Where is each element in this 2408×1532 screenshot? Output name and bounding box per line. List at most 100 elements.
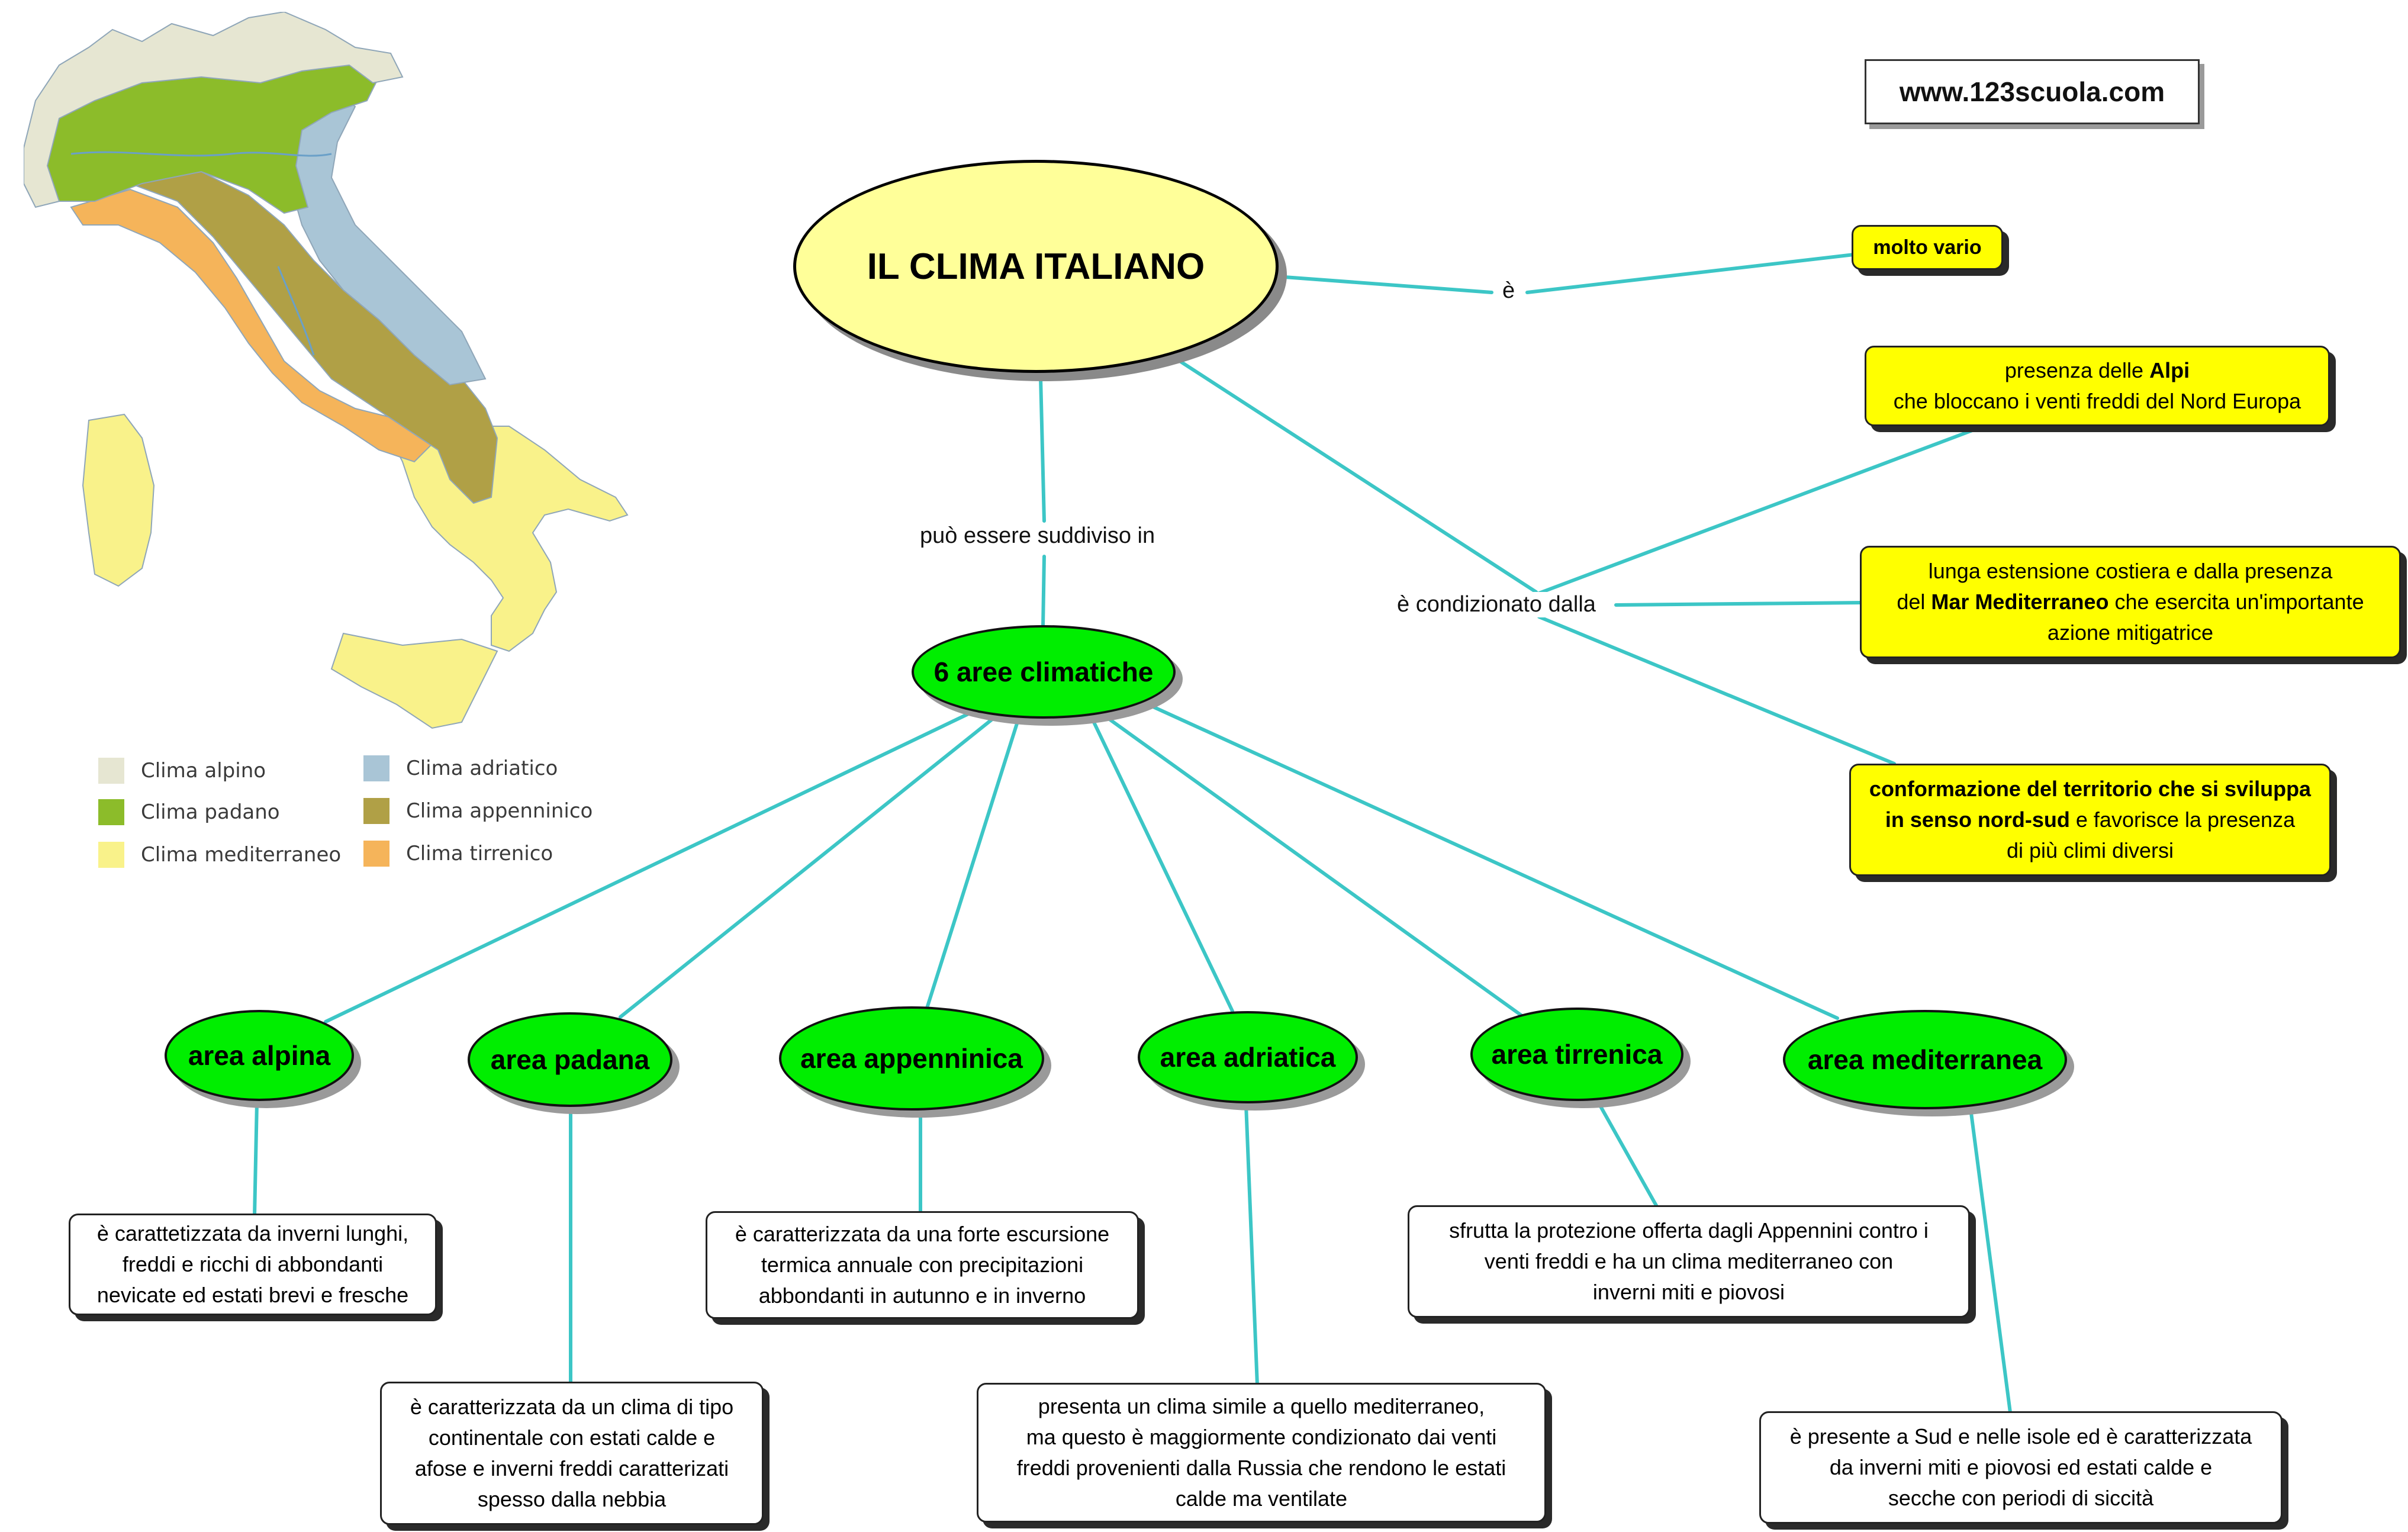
factor-coast-node[interactable]: lunga estensione costiera e dalla presen… [1860,546,2401,658]
legend-label-adriatico: Clima adriatico [406,757,558,780]
connector-conditioned-to-coast [1614,601,1865,607]
connector-tirrenica-desc [1596,1100,1659,1209]
area-node-tirrenica[interactable]: area tirrenica [1470,1008,1683,1101]
area-desc-mediterranea-line-3: secche con periodi di siccità [1888,1486,2154,1510]
factor-alps-node[interactable]: presenza delle Alpi che bloccano i venti… [1865,346,2330,426]
area-desc-padana-line-1: è caratterizzata da un clima di tipo [410,1395,734,1419]
area-desc-adriatica-text: presenta un clima simile a quello medite… [1017,1391,1506,1514]
map-zone-tirrenico [70,188,439,463]
link-label-divided: può essere suddiviso in [916,523,1159,549]
area-desc-alpina-text: è carattetizzata da inverni lunghi, fred… [97,1218,408,1311]
factor-shape-text: conformazione del territorio che si svil… [1869,774,2311,866]
factor-shape-bold-2: in senso nord-sud [1885,807,2070,832]
area-desc-appenninica-text: è caratterizzata da una forte escursione… [735,1219,1109,1311]
property-node[interactable]: molto vario [1852,225,2003,270]
connector-divided-to-hub [1041,555,1046,628]
connector-hub-to-mediterranea [1151,705,1839,1020]
legend-label-appenninico: Clima appenninico [406,799,593,823]
area-desc-alpina-line-3: nevicate ed estati brevi e fresche [96,1283,409,1307]
area-desc-tirrenica-text: sfrutta la protezione offerta dagli Appe… [1449,1215,1929,1308]
legend-item-alpino: Clima alpino [98,758,266,784]
link-label-conditioned: è condizionato dalla [1393,592,1599,617]
area-desc-adriatica-line-1: presenta un clima simile a quello medite… [1038,1394,1485,1418]
connector-main-to-divided [1039,376,1046,523]
legend-label-alpino: Clima alpino [141,759,266,783]
legend-item-adriatico: Clima adriatico [363,755,558,781]
area-desc-mediterranea-line-1: è presente a Sud e nelle isole ed è cara… [1789,1424,2252,1449]
factor-coast-mid-pre: del [1897,590,1931,614]
legend-item-tirrenico: Clima tirrenico [363,841,553,867]
area-desc-mediterranea-text: è presente a Sud e nelle isole ed è cara… [1790,1421,2252,1514]
area-desc-padana[interactable]: è caratterizzata da un clima di tipo con… [380,1382,764,1525]
areas-hub-node[interactable]: 6 aree climatiche [912,625,1176,719]
area-desc-appenninica-line-3: abbondanti in autunno e in inverno [758,1283,1086,1308]
factor-shape-node[interactable]: conformazione del territorio che si svil… [1849,764,2331,876]
legend-label-tirrenico: Clima tirrenico [406,842,553,865]
area-desc-tirrenica-line-2: venti freddi e ha un clima mediterraneo … [1484,1249,1894,1273]
factor-coast-line-3: azione mitigatrice [2047,620,2214,645]
legend-swatch-padano [98,799,124,825]
legend-item-padano: Clima padano [98,799,280,825]
connector-is-to-property [1525,253,1856,294]
map-zone-alpino [24,12,404,208]
map-zone-adriatico [283,88,487,386]
area-desc-appenninica[interactable]: è caratterizzata da una forte escursione… [706,1211,1139,1319]
area-desc-adriatica[interactable]: presenta un clima simile a quello medite… [977,1383,1546,1523]
legend-swatch-mediterraneo [98,842,124,868]
area-desc-padana-text: è caratterizzata da un clima di tipo con… [410,1392,733,1515]
area-desc-appenninica-line-1: è caratterizzata da una forte escursione [735,1222,1110,1246]
area-desc-padana-line-4: spesso dalla nebbia [477,1487,667,1511]
area-desc-alpina-line-2: freddi e ricchi di abbondanti [122,1252,384,1276]
connector-main-to-is [1283,275,1493,294]
legend-swatch-appenninico [363,798,389,824]
italy-climate-map [24,12,629,729]
factor-shape-line-1: conformazione del territorio che si svil… [1869,774,2311,804]
area-node-adriatica[interactable]: area adriatica [1138,1011,1358,1103]
area-desc-adriatica-line-4: calde ma ventilate [1175,1486,1348,1511]
connector-mediterranea-desc [1969,1111,2012,1414]
map-sardinia [82,413,155,587]
area-desc-tirrenica[interactable]: sfrutta la protezione offerta dagli Appe… [1408,1205,1970,1318]
factor-shape-line-2: in senso nord-sud e favorisce la presenz… [1869,804,2311,835]
connector-hub-to-tirrenica [1105,716,1525,1019]
legend-swatch-tirrenico [363,841,389,867]
site-label: www.123scuola.com [1865,59,2200,124]
map-river-po [70,151,332,157]
factor-coast-line-2: del Mar Mediterraneo che esercita un'imp… [1897,587,2364,617]
area-desc-alpina[interactable]: è carattetizzata da inverni lunghi, fred… [69,1214,437,1315]
map-zone-appenninico [128,170,498,504]
area-desc-alpina-line-1: è carattetizzata da inverni lunghi, [96,1221,409,1245]
map-river-tevere [277,266,315,356]
area-desc-appenninica-line-2: termica annuale con precipitazioni [761,1253,1084,1277]
legend-label-mediterraneo: Clima mediterraneo [141,843,342,867]
legend-item-mediterraneo: Clima mediterraneo [98,842,341,868]
factor-alps-bold: Alpi [2149,358,2190,382]
area-desc-adriatica-line-2: ma questo è maggiormente condizionato da… [1026,1425,1497,1449]
connector-hub-to-padana [619,716,996,1019]
factor-shape-post-1: e favorisce la presenza [2069,807,2296,832]
factor-shape-bold-1: conformazione del territorio che si svil… [1869,777,2312,801]
factor-coast-text: lunga estensione costiera e dalla presen… [1897,556,2364,648]
area-desc-padana-line-3: afose e inverni freddi caratterizati [414,1456,729,1480]
area-desc-mediterranea[interactable]: è presente a Sud e nelle isole ed è cara… [1759,1411,2283,1524]
connector-hub-to-appenninica [925,718,1020,1012]
area-node-mediterranea[interactable]: area mediterranea [1783,1010,2067,1109]
factor-alps-line-1: presenza delle Alpi [1894,355,2301,386]
main-topic-node[interactable]: IL CLIMA ITALIANO [793,160,1279,373]
area-desc-padana-line-2: continentale con estati calde e [428,1425,716,1450]
connector-conditioned-to-shape [1537,615,1896,765]
connector-hub-to-alpina [324,711,973,1024]
factor-coast-mid-post: che esercita un'importante [2108,590,2364,614]
factor-shape-line-3: di più climi diversi [2006,838,2174,862]
area-desc-tirrenica-line-3: inverni miti e piovosi [1592,1280,1785,1304]
area-node-padana[interactable]: area padana [468,1012,672,1107]
connector-alpina-desc [253,1100,259,1218]
connector-hub-to-adriatica [1091,718,1234,1013]
legend-label-padano: Clima padano [141,800,280,824]
connector-adriatica-desc [1244,1103,1259,1387]
factor-alps-pre: presenza delle [2004,358,2150,382]
area-node-appenninica[interactable]: area appenninica [779,1006,1044,1111]
connector-main-to-conditioned [1176,358,1538,594]
area-node-alpina[interactable]: area alpina [165,1010,354,1101]
